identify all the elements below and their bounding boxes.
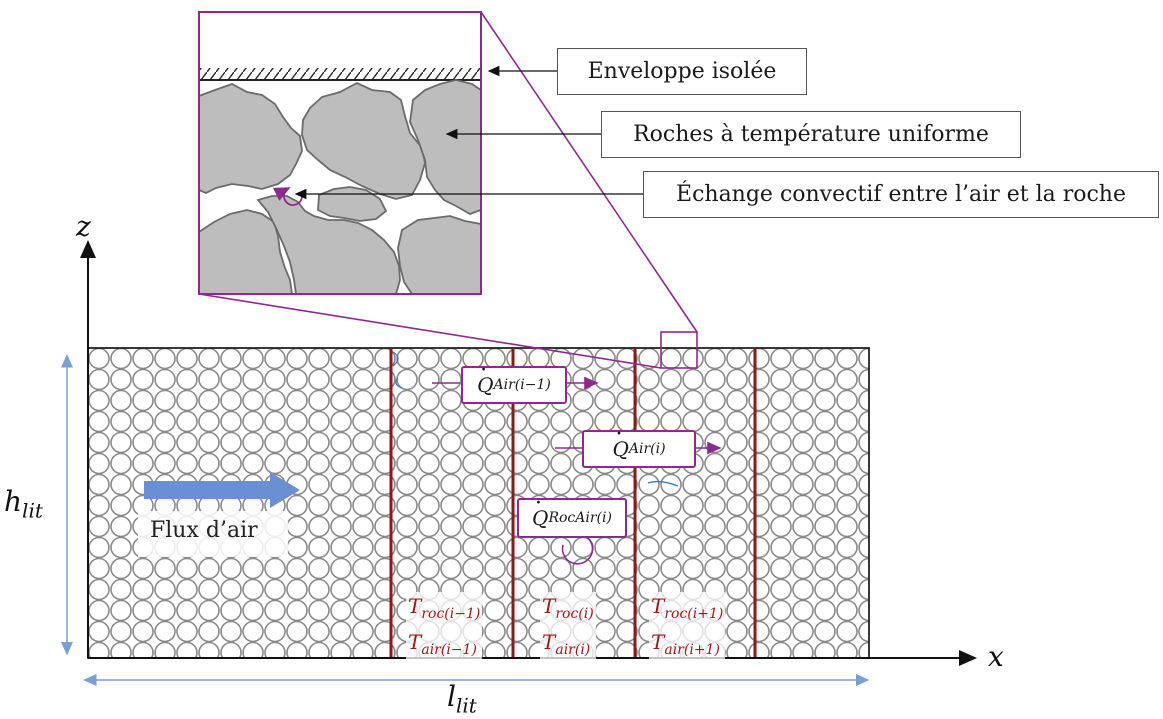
length-label: llit (447, 680, 477, 718)
stray-mark (647, 480, 679, 487)
rocks-callout: Roches à température uniforme (601, 111, 1021, 158)
rock (317, 186, 388, 222)
zoom-indicator (198, 11, 698, 369)
rock (301, 81, 426, 200)
flux-label-bg (138, 511, 288, 557)
zoom-line-2 (198, 293, 662, 369)
rock (397, 215, 482, 295)
height-label: hlit (4, 485, 43, 523)
t-roc-i: Troc(i) (542, 594, 594, 622)
exchange-callout: Échange convectif entre l’air et la roch… (643, 171, 1159, 218)
t-roc-prev: Troc(i−1) (408, 594, 481, 622)
envelope-callout-text: Enveloppe isolée (587, 59, 777, 84)
t-air-i-sub: air(i) (555, 642, 591, 658)
x-axis-label: x (988, 640, 1004, 673)
length-label-sub: lit (455, 693, 477, 718)
rock (198, 83, 303, 194)
temp-col-i: Troc(i) Tair(i) (540, 592, 596, 664)
q-air-prev-symbol: Q (477, 358, 493, 397)
callout-pointers (294, 65, 644, 200)
t-air-prev-sub: air(i−1) (421, 642, 477, 658)
t-air-next-sub: air(i+1) (664, 642, 720, 658)
temp-col-next: Troc(i+1) Tair(i+1) (649, 592, 726, 664)
z-axis-label: z (76, 210, 91, 243)
air-flow-label: Flux d’air (150, 518, 258, 543)
length-label-base: l (447, 680, 456, 713)
zoom-source-box (660, 331, 698, 369)
axes (80, 240, 977, 666)
zoom-panel-border (198, 11, 482, 295)
rocks-callout-text: Roches à température uniforme (633, 122, 989, 147)
q-rocair-symbol: Q (532, 491, 548, 530)
t-air-next: Tair(i+1) (651, 630, 720, 658)
t-roc-prev-sub: roc(i−1) (421, 606, 481, 622)
q-air-i-subscript: Air(i) (628, 441, 666, 457)
zoom-panel (198, 11, 482, 295)
envelope-callout: Enveloppe isolée (557, 48, 807, 95)
t-roc-next: Troc(i+1) (651, 594, 724, 622)
t-air-prev: Tair(i−1) (408, 630, 477, 658)
height-label-base: h (4, 485, 23, 518)
stray-mark (392, 351, 403, 389)
rock (256, 195, 401, 295)
insulated-wall-hatch (199, 68, 481, 80)
temp-col-prev: Troc(i−1) Tair(i−1) (406, 592, 483, 664)
t-roc-i-sub: roc(i) (555, 606, 594, 622)
rock-particles (198, 79, 482, 295)
rock (409, 79, 482, 215)
t-roc-next-sub: roc(i+1) (664, 606, 724, 622)
air-flow-arrow (144, 472, 300, 508)
q-air-prev-subscript: Air(i−1) (493, 377, 551, 393)
q-air-i-symbol: Q (612, 422, 628, 461)
height-label-sub: lit (22, 498, 43, 523)
t-air-i: Tair(i) (542, 630, 591, 658)
q-rocair-subscript: RocAir(i) (548, 510, 612, 526)
exchange-callout-text: Échange convectif entre l’air et la roch… (676, 182, 1126, 207)
zoom-line-1 (480, 11, 698, 333)
